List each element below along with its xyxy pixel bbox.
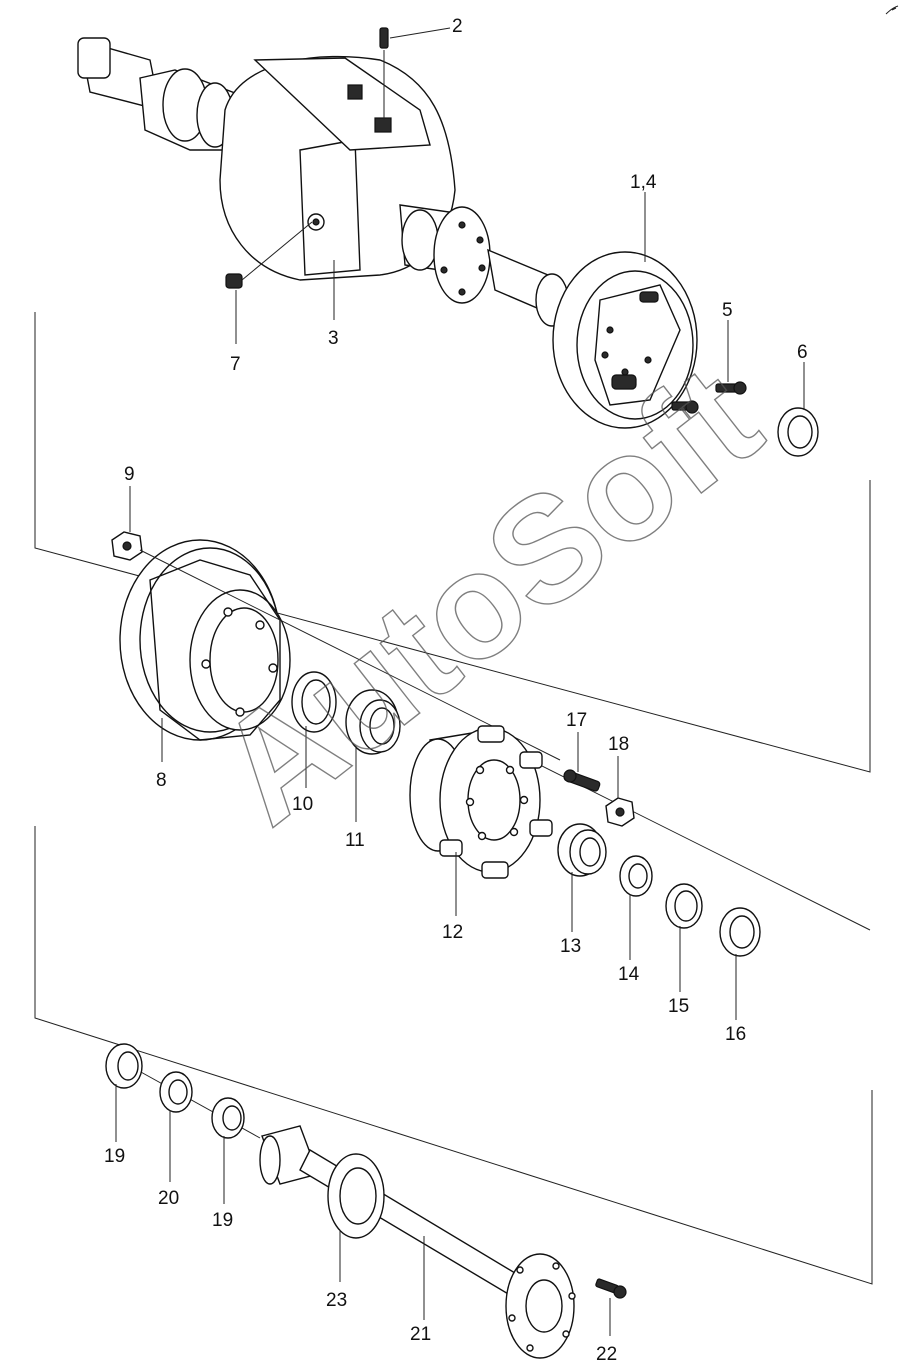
callout-13: 13 [560,936,581,957]
callout-14: 14 [618,964,640,985]
frame-outline-lower [34,826,873,1285]
callout-7: 7 [230,354,241,375]
outer-bearing-part[interactable] [557,823,607,877]
callout-15: 15 [668,996,689,1017]
inner-seal-part[interactable] [291,671,337,733]
callout-20: 20 [158,1188,179,1209]
oil-seal-part[interactable] [777,407,819,457]
flange-bolt-part[interactable] [595,1278,627,1299]
callout-19: 19 [212,1210,233,1231]
drain-plug-part[interactable] [225,273,243,289]
flange-gasket-part[interactable] [327,1153,385,1239]
inner-bearing-part[interactable] [345,689,401,755]
spacer-ring-part[interactable] [665,883,703,929]
wheel-hub-part[interactable] [409,725,553,879]
callout-3: 3 [328,328,339,349]
outer-seal-part[interactable] [719,907,761,957]
callout-9: 9 [124,464,135,485]
callout-10: 10 [292,794,313,815]
wheel-stud-part[interactable] [563,769,601,792]
lock-nut-part[interactable] [211,1097,245,1139]
brake-drum-part[interactable] [119,539,291,741]
callout-1-4: 1,4 [630,172,657,193]
wheel-nut-part[interactable] [605,797,635,827]
callout-19: 19 [104,1146,125,1167]
callout-17: 17 [566,710,587,731]
callout-16: 16 [725,1024,746,1045]
lock-nut-part[interactable] [105,1043,143,1089]
callout-11: 11 [345,830,365,851]
callout-8: 8 [156,770,167,791]
callout-5: 5 [722,300,733,321]
leader-line [241,221,313,281]
breather-plug-part[interactable] [379,27,389,49]
axle-shaft-part[interactable] [259,1125,576,1359]
callout-23: 23 [326,1290,347,1311]
callout-18: 18 [608,734,629,755]
callout-6: 6 [797,342,808,363]
callout-21: 21 [410,1324,431,1345]
corner-mark [885,5,899,15]
callout-2: 2 [452,16,463,37]
leader-line [389,27,451,39]
brake-bolt-part[interactable] [671,381,747,414]
axle-housing-part[interactable] [77,37,569,327]
hub-nut-part[interactable] [111,531,143,561]
callout-12: 12 [442,922,463,943]
brake-assembly-part[interactable] [552,251,698,429]
frame-outline-upper [34,312,871,773]
callout-22: 22 [596,1344,617,1365]
thrust-washer-part[interactable] [619,855,653,897]
lock-washer-part[interactable] [159,1071,193,1113]
